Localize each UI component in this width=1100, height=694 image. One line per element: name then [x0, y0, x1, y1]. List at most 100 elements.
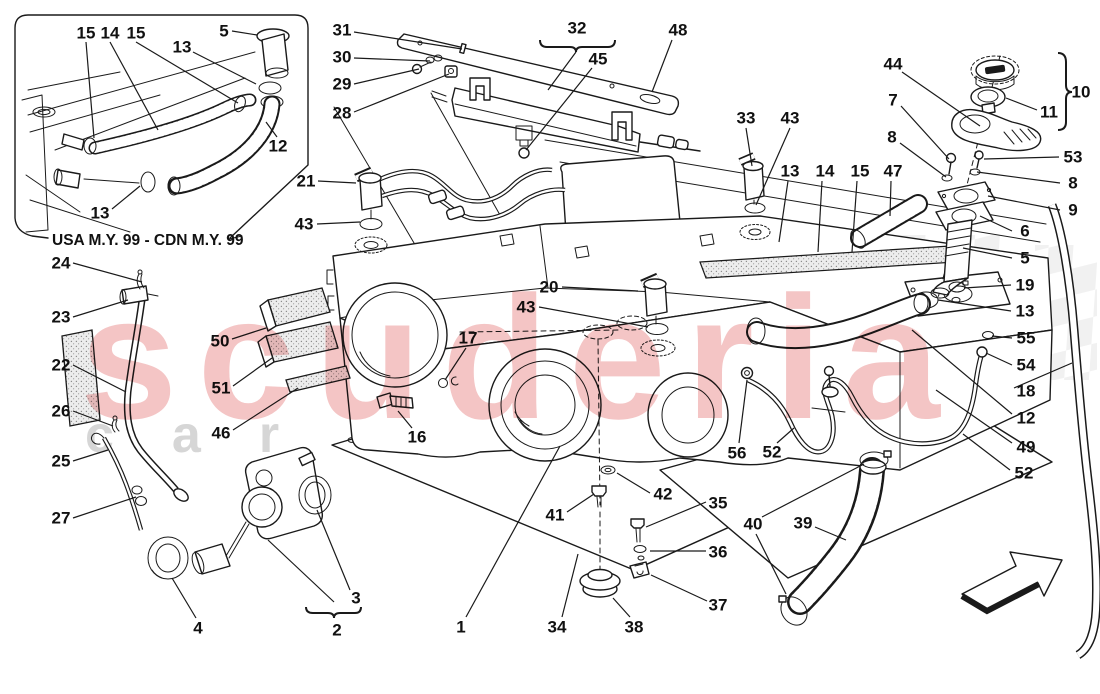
callout-12: 12 — [269, 137, 288, 156]
inset-filler-neck — [256, 28, 290, 109]
callout-54: 54 — [1017, 356, 1036, 375]
callout-21: 21 — [297, 172, 316, 191]
leader-line-18 — [1013, 362, 1073, 389]
callout-46: 46 — [212, 424, 231, 443]
screw-7 — [945, 152, 957, 175]
bracket-2 — [305, 606, 362, 619]
callout-20: 20 — [540, 278, 559, 297]
callout-15: 15 — [127, 24, 146, 43]
callout-2: 2 — [332, 621, 341, 640]
leader-line-16 — [397, 410, 413, 429]
inset-panel: USA M.Y. 99 - CDN M.Y. 99 — [14, 14, 309, 249]
seal-ring-43 — [744, 202, 766, 214]
banjo-54 — [976, 346, 988, 358]
callout-41: 41 — [546, 506, 565, 525]
leader-line-42 — [616, 472, 651, 494]
callout-5: 5 — [1020, 249, 1029, 268]
callout-23: 23 — [52, 308, 71, 327]
level-sensor-16 — [376, 392, 414, 409]
tank-hole-17 — [438, 376, 459, 388]
washer-42 — [600, 465, 616, 475]
vent-valve-33 — [738, 152, 771, 240]
callout-4: 4 — [193, 619, 203, 638]
leader-line-5 — [231, 30, 258, 36]
leader-line-23 — [72, 299, 129, 318]
leader-line-47 — [889, 180, 892, 217]
leader-line-40 — [761, 463, 865, 518]
tie-rod-25 — [91, 432, 144, 531]
callout-25: 25 — [52, 452, 71, 471]
leader-line-4 — [171, 577, 197, 619]
callout-24: 24 — [52, 254, 71, 273]
leader-line-54 — [985, 352, 1013, 366]
leader-line-50 — [231, 327, 267, 340]
hose-clamp-40a — [859, 450, 892, 469]
washer-8a — [941, 174, 953, 182]
inner-cap-11 — [970, 86, 1006, 115]
callout-15: 15 — [851, 162, 870, 181]
callout-5: 5 — [219, 22, 228, 41]
callout-48: 48 — [669, 21, 688, 40]
seal-ring-43 — [359, 218, 383, 230]
leader-line-11 — [1005, 97, 1038, 111]
leader-line-17 — [444, 347, 467, 381]
leader-line-48 — [651, 39, 673, 93]
callout-14: 14 — [816, 162, 835, 181]
manifold-bolt-45 — [518, 147, 530, 159]
rail-bolt-29 — [411, 61, 432, 75]
inset-seal-13 — [258, 81, 282, 95]
callout-1: 1 — [456, 618, 465, 637]
leader-line-13 — [937, 299, 1012, 312]
callout-45: 45 — [589, 50, 608, 69]
callout-32: 32 — [568, 19, 587, 38]
callout-11: 11 — [1040, 103, 1058, 122]
watermark-scuderia: scuderia — [80, 261, 960, 456]
mounting-rail-48 — [396, 33, 680, 116]
bracket-32-leader — [547, 51, 577, 91]
inset-hose-lower — [53, 95, 281, 196]
callout-17: 17 — [459, 329, 478, 348]
callout-13: 13 — [91, 204, 110, 223]
leader-line-13 — [192, 51, 257, 85]
callout-33: 33 — [737, 109, 756, 128]
screw-53 — [974, 150, 984, 169]
leader-line-29 — [353, 68, 420, 85]
rod-sleeve-23 — [119, 285, 159, 305]
washer-55 — [982, 331, 994, 339]
leader-line-15 — [85, 41, 95, 139]
callout-50: 50 — [211, 332, 230, 351]
leader-line-21 — [317, 180, 357, 184]
leader-line-35 — [645, 501, 707, 528]
bracket-10 — [1057, 52, 1073, 131]
leader-line-13 — [778, 180, 789, 243]
callout-27: 27 — [52, 509, 71, 528]
callout-36: 36 — [709, 543, 728, 562]
drain-hose-52 — [740, 331, 994, 455]
callout-40: 40 — [744, 515, 763, 534]
cap-gasket-44 — [951, 108, 1042, 152]
leader-line-8 — [899, 142, 947, 178]
leader-line-49 — [935, 389, 1013, 444]
callout-30: 30 — [333, 48, 352, 67]
callout-47: 47 — [884, 162, 903, 181]
callout-13: 13 — [173, 38, 192, 57]
callout-49: 49 — [1017, 438, 1036, 457]
leader-line-7 — [900, 105, 950, 160]
inset-tank-lines — [21, 51, 256, 233]
leader-line-39 — [814, 526, 847, 541]
callout-14: 14 — [101, 24, 120, 43]
callout-52: 52 — [763, 443, 782, 462]
callout-13: 13 — [781, 162, 800, 181]
leader-line-9 — [987, 195, 1061, 211]
callout-22: 22 — [52, 356, 71, 375]
leader-line-20 — [561, 286, 639, 292]
fuel-manifold-32 — [431, 77, 701, 159]
callout-52: 52 — [1015, 464, 1034, 483]
leader-line-1 — [465, 445, 561, 618]
callout-43: 43 — [781, 109, 800, 128]
leader-line-14 — [109, 41, 159, 131]
leader-line-14 — [817, 180, 823, 253]
callout-38: 38 — [625, 618, 644, 637]
leader-line-15 — [135, 41, 239, 104]
